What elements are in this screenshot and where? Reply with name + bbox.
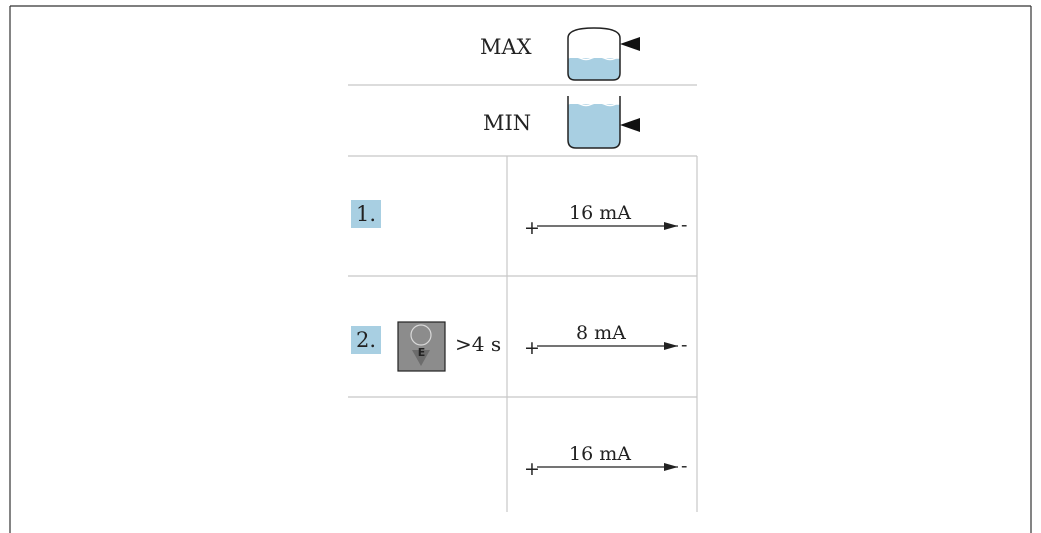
current-value-3: 16 mA — [569, 443, 631, 465]
level-pointer-icon — [620, 37, 640, 51]
current-arrow-icon — [537, 222, 678, 230]
push-button-icon — [397, 321, 446, 372]
current-value-1: 16 mA — [569, 202, 631, 224]
tank-max-icon — [567, 27, 640, 81]
level-pointer-icon — [620, 118, 640, 132]
minus-terminal: - — [681, 334, 688, 356]
step-2-badge: 2. — [351, 326, 381, 354]
current-arrow-icon — [537, 342, 678, 350]
plus-terminal: + — [524, 217, 540, 239]
current-value-2: 8 mA — [576, 322, 626, 344]
plus-terminal: + — [524, 337, 540, 359]
min-label: MIN — [483, 111, 532, 135]
minus-terminal: - — [681, 455, 688, 477]
hold-time-label: >4 s — [455, 332, 502, 356]
button-key-label: E — [417, 346, 426, 359]
max-label: MAX — [480, 35, 532, 59]
step-1-badge: 1. — [351, 200, 381, 228]
plus-terminal: + — [524, 458, 540, 480]
current-arrow-icon — [537, 463, 678, 471]
tank-min-icon — [567, 96, 640, 149]
minus-terminal: - — [681, 214, 688, 236]
